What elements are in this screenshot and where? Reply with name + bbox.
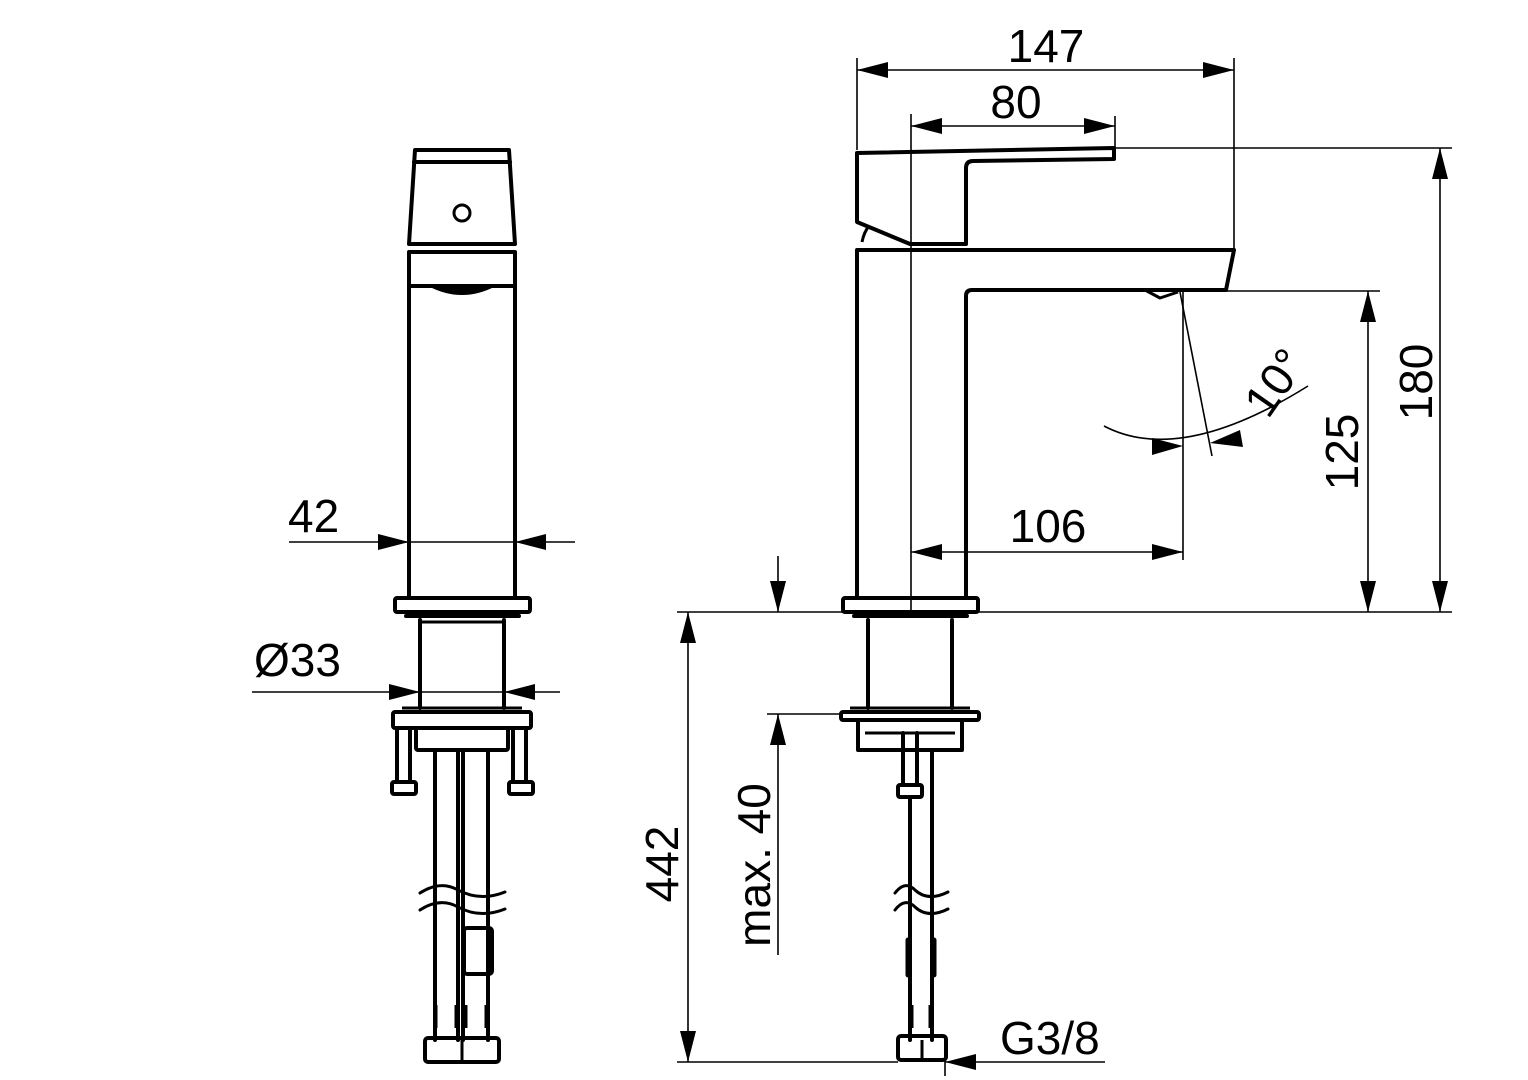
front-view: 147 80 106 10° bbox=[636, 20, 1452, 1076]
dim-spout-projection: 106 bbox=[911, 292, 1184, 560]
dim-max40-label: max. 40 bbox=[728, 783, 780, 947]
front-body bbox=[855, 248, 1236, 600]
dim-angle: 10° bbox=[1103, 291, 1316, 457]
dim-147-label: 147 bbox=[1008, 20, 1085, 72]
indicator-dot-icon bbox=[452, 203, 472, 223]
dim-125-label: 125 bbox=[1316, 414, 1368, 491]
dim-180-label: 180 bbox=[1390, 344, 1442, 421]
dim-connection-thread: G3/8 bbox=[944, 1012, 1105, 1076]
dim-spout-height: 125 bbox=[1178, 290, 1380, 612]
dim-overall-length: 147 bbox=[856, 20, 1235, 250]
dim-g38-label: G3/8 bbox=[1000, 1012, 1100, 1064]
dim-106-label: 106 bbox=[1010, 500, 1087, 552]
side-view: 42 Ø33 bbox=[252, 148, 575, 1064]
dim-442-label: 442 bbox=[636, 826, 688, 903]
dim-max-deck-thickness: max. 40 bbox=[728, 556, 786, 955]
dim-33-label: Ø33 bbox=[254, 634, 341, 686]
dim-lever-length: 80 bbox=[911, 76, 1116, 148]
dim-80-label: 80 bbox=[990, 76, 1041, 128]
side-handle bbox=[407, 148, 517, 246]
dim-angle-label: 10° bbox=[1234, 339, 1316, 426]
dim-42-label: 42 bbox=[288, 490, 339, 542]
dim-base-diameter: Ø33 bbox=[252, 634, 560, 700]
dim-hose-length: 442 bbox=[636, 612, 696, 1062]
side-body bbox=[407, 250, 517, 600]
dim-body-width: 42 bbox=[288, 490, 575, 550]
front-lever bbox=[855, 146, 1116, 246]
dim-overall-height: 180 bbox=[1114, 147, 1452, 612]
